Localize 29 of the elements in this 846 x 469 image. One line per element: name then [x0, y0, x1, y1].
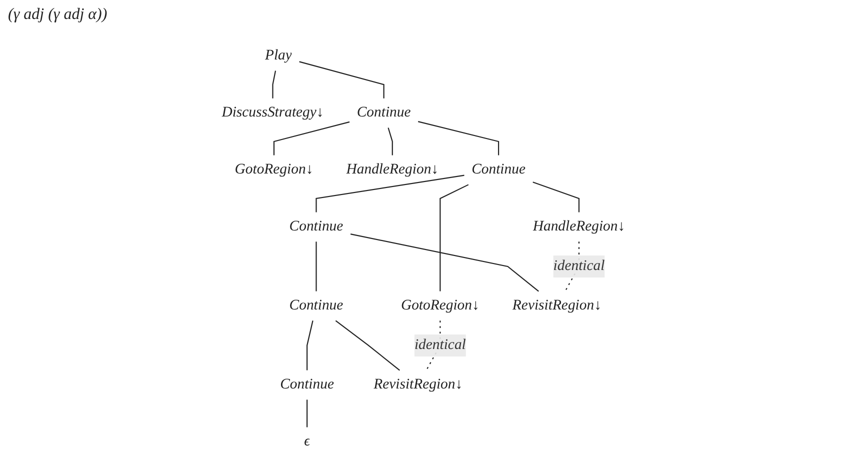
node-text: Continue: [280, 376, 334, 392]
connector: [315, 174, 464, 212]
node-text: Continue: [288, 218, 343, 234]
node-text: RevisitRegion↓: [512, 298, 602, 314]
node-text: Continue: [471, 162, 526, 178]
node-text: Continue: [288, 298, 343, 314]
node-text: Play: [264, 48, 292, 64]
connector: [272, 70, 276, 98]
node-text: RevisitRegion↓: [373, 376, 462, 392]
connector: [418, 121, 499, 156]
connector: [273, 121, 350, 156]
node-text: DiscussStrategy↓: [221, 104, 324, 120]
connector: [306, 400, 308, 428]
node-text: Continue: [356, 104, 410, 120]
connector: [387, 128, 393, 156]
node-text: HandleRegion↓: [532, 218, 625, 234]
connector: [306, 320, 313, 370]
edge-label: identical: [414, 337, 466, 353]
node-text: GotoRegion↓: [234, 162, 313, 178]
edge-label: identical: [552, 258, 604, 274]
node-text: GotoRegion↓: [400, 298, 479, 314]
connector: [315, 242, 316, 292]
connector: [532, 182, 580, 212]
connector: [439, 184, 468, 292]
connector: [350, 233, 539, 292]
node-text: HandleRegion↓: [346, 162, 438, 178]
connector: [334, 320, 400, 371]
diagram-title: (γ adj (γ adj α)): [8, 6, 108, 24]
connector: [298, 61, 384, 98]
